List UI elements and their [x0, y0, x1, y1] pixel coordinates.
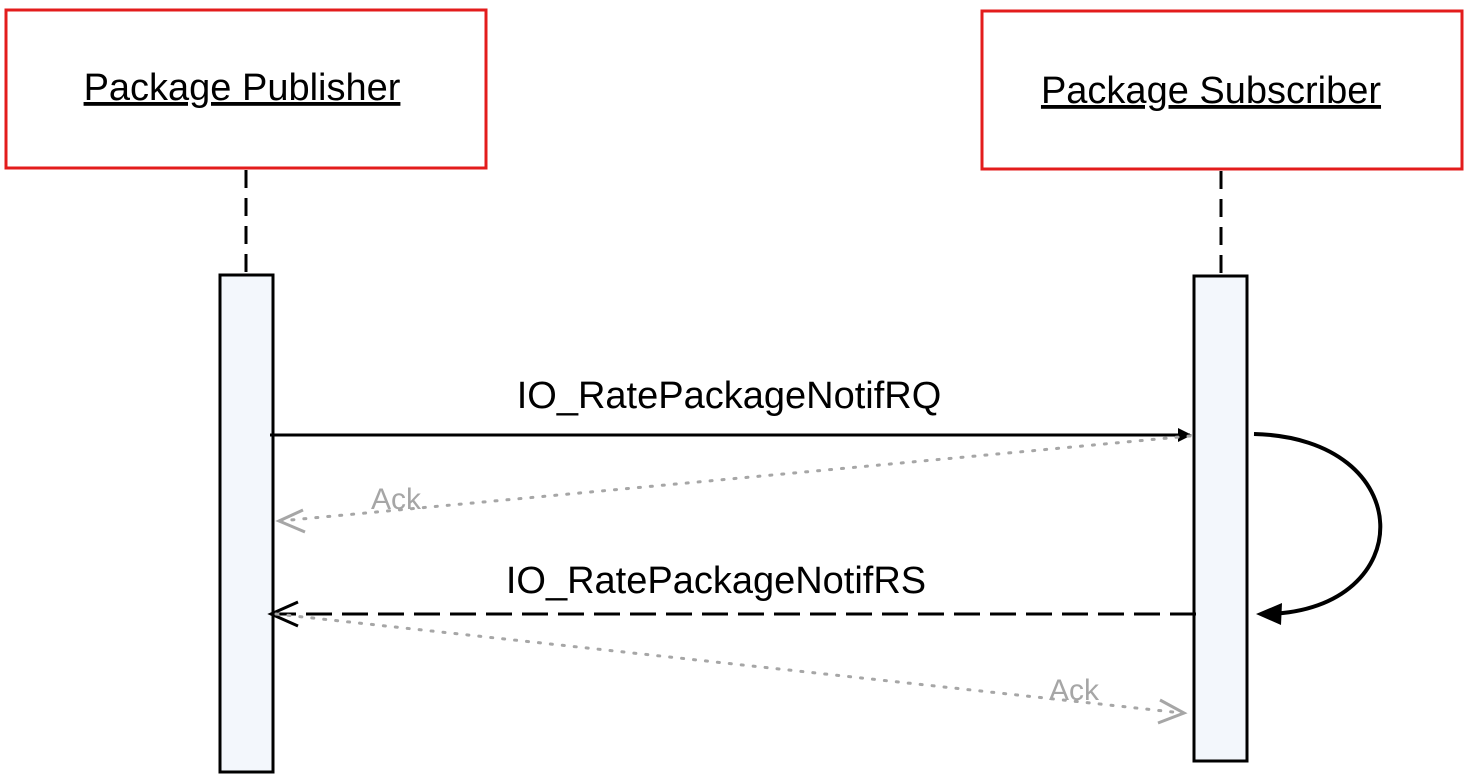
publisher-actor-label: Package Publisher [84, 67, 401, 109]
subscriber-actor-box [980, 9, 1464, 171]
request-message-label: IO_RatePackageNotifRQ [517, 375, 942, 417]
publisher-activation-bar [218, 273, 275, 774]
subscriber-self-call-arrow [1253, 432, 1383, 616]
response-message-label: IO_RatePackageNotifRS [506, 560, 926, 602]
response-message-arrowhead [267, 600, 299, 628]
request-ack-arrow [278, 434, 1192, 523]
subscriber-actor-label: Package Subscriber [1041, 70, 1381, 112]
request-ack-arrowhead [275, 508, 306, 534]
publisher-actor-box [4, 8, 488, 170]
response-ack-arrowhead [1157, 698, 1188, 725]
subscriber-self-call-arrowhead [1256, 603, 1282, 625]
request-ack-label: Ack [371, 483, 422, 516]
response-ack-label: Ack [1049, 674, 1100, 707]
response-ack-arrow [274, 612, 1184, 715]
subscriber-activation-bar [1192, 274, 1249, 763]
